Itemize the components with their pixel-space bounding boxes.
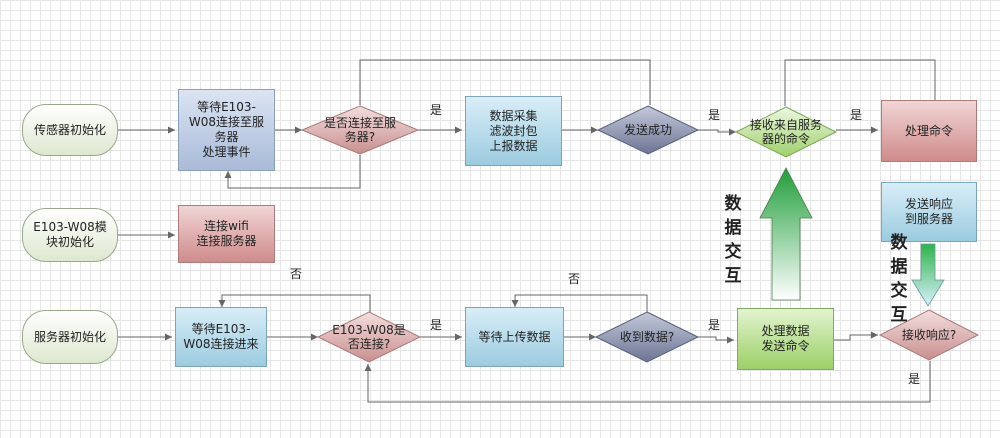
edge-label-yes: 是 [850,108,863,122]
node-connect-wifi: 连接wifi 连接服务器 [178,205,275,263]
node-collect-data: 数据采集 滤波封包 上报数据 [465,96,562,166]
decision-connected [316,311,422,363]
edge-label-yes: 是 [908,372,921,386]
edge-label-yes: 是 [708,318,721,332]
label-connected: E103-W08是 否连接? [332,323,406,351]
label-send-success: 发送成功 [623,123,672,137]
data-exchange-up-arrow [759,167,813,301]
edge-connected-no [218,294,371,312]
node-wait-event: 等待E103- W08连接至服 务器 处理事件 [178,89,275,171]
node-module-init: E103-W08模 块初始化 [22,208,118,262]
label-received-response: 接收响应? [901,328,957,342]
edge-receive-loop [784,59,936,106]
edge-response-loop [364,361,931,403]
node-server-init: 服务器初始化 [22,310,118,364]
edge-process-to-response [834,331,878,341]
data-exchange-down-arrow [911,243,945,307]
label-connected-server: 是否连接至服 务器? [323,116,396,144]
edge-received-to-process [698,336,734,344]
label-received-data: 收到数据? [619,330,675,344]
decision-received-data [594,311,700,363]
edge-label-no: 否 [568,272,581,286]
decision-connected-server [300,105,420,155]
edge-send-retry [359,59,651,105]
edge-label-no: 否 [290,267,303,281]
edge-label-yes: 是 [430,318,443,332]
decision-send-success [596,105,700,155]
node-process-send-command: 处理数据 发送命令 [737,308,834,370]
edge-label-yes: 是 [430,103,443,117]
annotation-data-exchange: 数 据 交 互 [890,233,908,325]
edge-send-to-receive [698,128,736,136]
node-process-command: 处理命令 [881,100,977,162]
node-sensor-init: 传感器初始化 [22,104,118,156]
label-receive-command: 接收来自服务 器的命令 [749,118,822,146]
annotation-data-exchange: 数 据 交 互 [724,194,742,286]
decision-received-response [878,309,980,361]
decision-receive-command [734,106,838,158]
edge-received-no [511,294,648,312]
edge-label-yes: 是 [708,108,721,122]
node-wait-connect: 等待E103- W08连接进来 [175,307,267,367]
node-wait-upload: 等待上传数据 [465,307,564,367]
edge-decision-loop-back [224,155,361,189]
node-send-response: 发送响应 到服务器 [881,182,977,242]
